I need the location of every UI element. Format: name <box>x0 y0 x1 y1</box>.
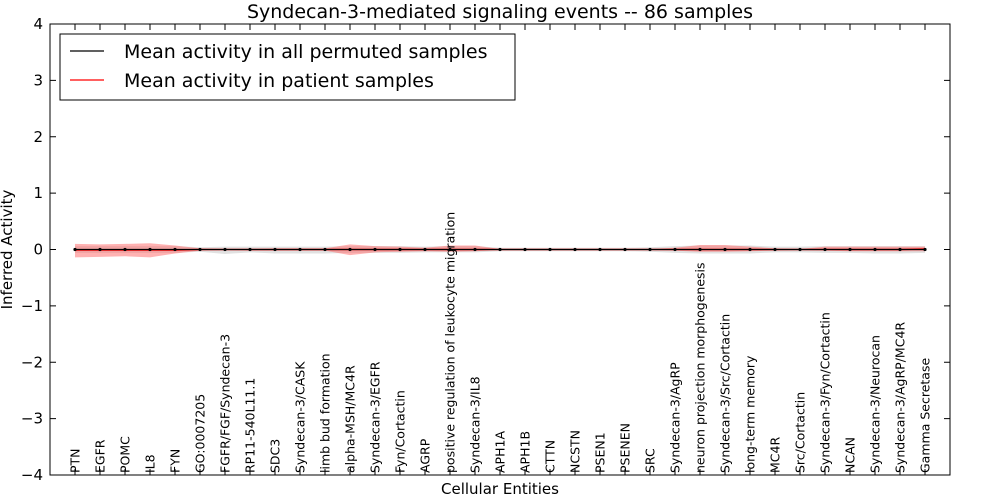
y-tick-label: 4 <box>33 15 43 33</box>
point-series-0 <box>648 247 652 252</box>
legend: Mean activity in all permuted samplesMea… <box>59 33 516 101</box>
point-series-0 <box>473 247 477 252</box>
point-series-0 <box>723 247 727 252</box>
point-series-0 <box>123 247 127 252</box>
x-tick-label: Fyn/Cortactin <box>393 390 408 473</box>
x-tick-label: FYN <box>168 449 183 473</box>
point-series-0 <box>498 247 502 252</box>
x-tick-label: Syndecan-3/EGFR <box>368 361 383 473</box>
point-series-0 <box>98 247 102 252</box>
point-series-0 <box>173 247 177 252</box>
point-series-0 <box>673 247 677 252</box>
x-tick-label: Syndecan-3/Neurocan <box>868 335 883 473</box>
x-tick-label: PTN <box>68 448 83 473</box>
y-axis: −4 −3 −2 −1 0 1 2 3 4 <box>21 15 950 484</box>
point-series-0 <box>298 247 302 252</box>
x-tick-label: IL8 <box>143 454 158 473</box>
point-series-0 <box>848 247 852 252</box>
x-tick-label: MC4R <box>768 437 783 473</box>
y-tick-label: −3 <box>21 410 43 428</box>
x-tick-label: CTTN <box>543 440 558 473</box>
x-tick-label: alpha-MSH/MC4R <box>343 365 358 473</box>
x-tick-label: Syndecan-3/AgRP <box>668 362 683 473</box>
x-tick-label: Syndecan-3/AgRP/MC4R <box>893 322 908 473</box>
x-tick-label: Syndecan-3/CASK <box>293 361 308 473</box>
x-tick-label: PSENEN <box>618 423 633 473</box>
y-tick-label: −1 <box>21 297 43 315</box>
x-tick-label: neuron projection morphogenesis <box>693 262 708 473</box>
x-tick-label: PSEN1 <box>593 432 608 473</box>
band-series-1 <box>75 243 925 258</box>
point-series-0 <box>548 247 552 252</box>
point-series-0 <box>623 247 627 252</box>
point-series-0 <box>398 247 402 252</box>
x-tick-label: Syndecan-3/Fyn/Cortactin <box>818 312 833 473</box>
x-tick-label: limb bud formation <box>318 353 333 473</box>
x-axis-label: Cellular Entities <box>441 480 559 498</box>
x-tick-label: GO:0007205 <box>193 394 208 473</box>
point-series-0 <box>773 247 777 252</box>
x-tick-label: Syndecan-3/IL8 <box>468 376 483 473</box>
legend-frame <box>59 33 516 101</box>
y-axis-label: Inferred Activity <box>0 189 16 309</box>
x-tick-label: NCAN <box>843 437 858 473</box>
x-tick-label: Src/Cortactin <box>793 392 808 473</box>
x-tick-label: AGRP <box>418 438 433 473</box>
x-tick-label: long-term memory <box>743 355 758 473</box>
point-series-0 <box>923 247 927 252</box>
legend-label: Mean activity in all permuted samples <box>124 41 487 63</box>
y-tick-label: 3 <box>33 71 43 89</box>
point-series-0 <box>273 247 277 252</box>
x-tick-label: Syndecan-3/Src/Cortactin <box>718 314 733 473</box>
x-tick-label: Gamma Secretase <box>918 358 933 473</box>
series-lines <box>73 247 927 252</box>
y-tick-label: 0 <box>33 241 43 259</box>
x-tick-label: FGFR/FGF/Syndecan-3 <box>218 334 233 473</box>
x-tick-label: SRC <box>643 448 658 473</box>
legend-label: Mean activity in patient samples <box>124 70 434 92</box>
x-tick-label: positive regulation of leukocyte migrati… <box>443 212 458 473</box>
point-series-0 <box>748 247 752 252</box>
point-series-0 <box>448 247 452 252</box>
point-series-0 <box>698 247 702 252</box>
point-series-0 <box>423 247 427 252</box>
point-series-0 <box>373 247 377 252</box>
x-tick-label: POMC <box>118 436 133 473</box>
x-tick-label: NCSTN <box>568 430 583 473</box>
point-series-0 <box>73 247 77 252</box>
chart-title: Syndecan-3-mediated signaling events -- … <box>247 1 753 23</box>
point-series-0 <box>148 247 152 252</box>
x-tick-label: APH1B <box>518 431 533 473</box>
point-series-0 <box>348 247 352 252</box>
point-series-0 <box>873 247 877 252</box>
point-series-0 <box>823 247 827 252</box>
y-tick-label: 1 <box>33 184 43 202</box>
point-series-0 <box>248 247 252 252</box>
y-tick-label: 2 <box>33 128 43 146</box>
point-series-0 <box>198 247 202 252</box>
x-tick-label: SDC3 <box>268 439 283 473</box>
y-tick-label: −4 <box>21 466 43 484</box>
point-series-0 <box>598 247 602 252</box>
point-series-0 <box>323 247 327 252</box>
point-series-0 <box>223 247 227 252</box>
x-axis: PTN EGFR POMC IL8 FYN GO:0007205 FGFR/FGF/Synd… <box>68 24 933 475</box>
x-tick-label: APH1A <box>493 431 508 473</box>
x-tick-label: RP11-540L11.1 <box>243 378 258 473</box>
point-series-0 <box>573 247 577 252</box>
y-tick-label: −2 <box>21 353 43 371</box>
point-series-0 <box>798 247 802 252</box>
point-series-0 <box>898 247 902 252</box>
point-series-0 <box>523 247 527 252</box>
x-tick-label: EGFR <box>93 439 108 473</box>
